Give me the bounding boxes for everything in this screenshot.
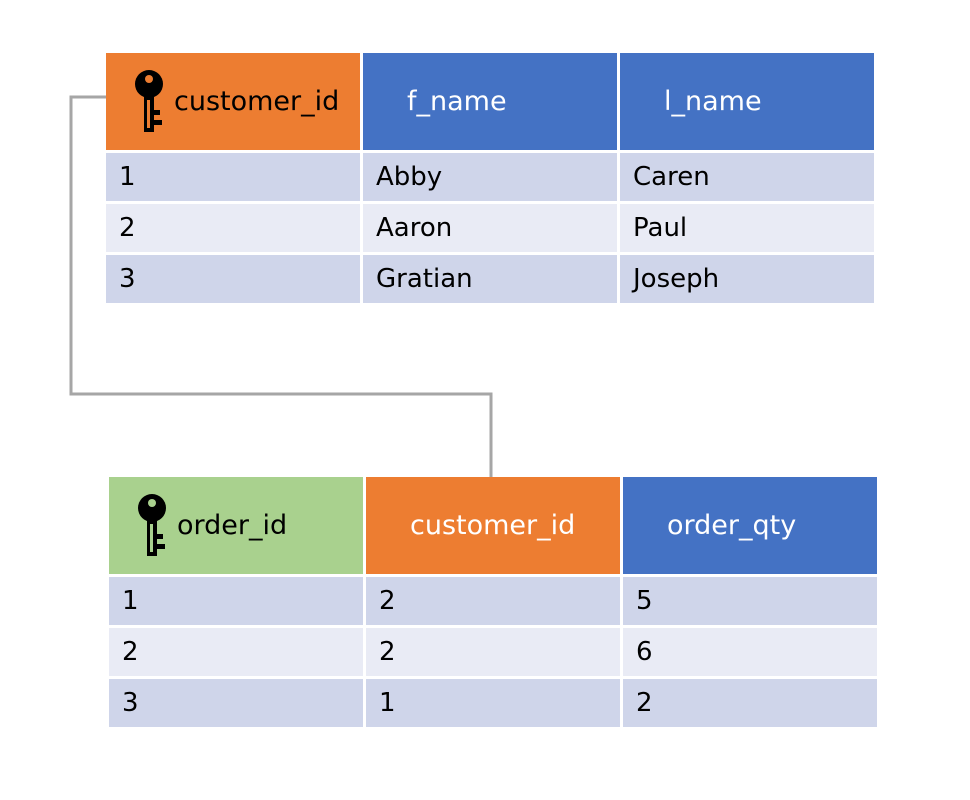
key-icon [135,69,163,132]
table-cell: Aaron [363,204,617,252]
customers-table: customer_id f_name l_name 1 Abby Caren 2… [106,53,874,303]
customers-header-customer-id: customer_id [106,53,360,150]
table-cell: Abby [363,153,617,201]
table-cell: 2 [109,628,363,676]
table-cell: 2 [106,204,360,252]
orders-header-order-id: order_id [109,477,363,574]
orders-header-customer-id: customer_id [366,477,620,574]
table-cell: 1 [106,153,360,201]
customers-header-f-name: f_name [363,53,617,150]
table-cell: Gratian [363,255,617,303]
customers-header-label: l_name [664,86,762,117]
table-cell: 6 [623,628,877,676]
orders-header-label: order_id [177,510,288,541]
table-cell: 2 [366,577,620,625]
table-cell: 3 [109,679,363,727]
table-cell: Paul [620,204,874,252]
table-cell: Joseph [620,255,874,303]
table-cell: 2 [366,628,620,676]
key-icon [138,493,166,556]
customers-header-label: f_name [407,86,507,117]
customers-header-l-name: l_name [620,53,874,150]
table-cell: 3 [106,255,360,303]
orders-header-order-qty: order_qty [623,477,877,574]
table-cell: 5 [623,577,877,625]
orders-header-label: customer_id [410,510,576,541]
orders-header-label: order_qty [667,510,797,541]
table-cell: 1 [366,679,620,727]
table-cell: Caren [620,153,874,201]
orders-table: order_id customer_id order_qty 1 2 5 2 2… [109,477,877,727]
table-cell: 1 [109,577,363,625]
customers-header-label: customer_id [174,86,340,117]
table-cell: 2 [623,679,877,727]
